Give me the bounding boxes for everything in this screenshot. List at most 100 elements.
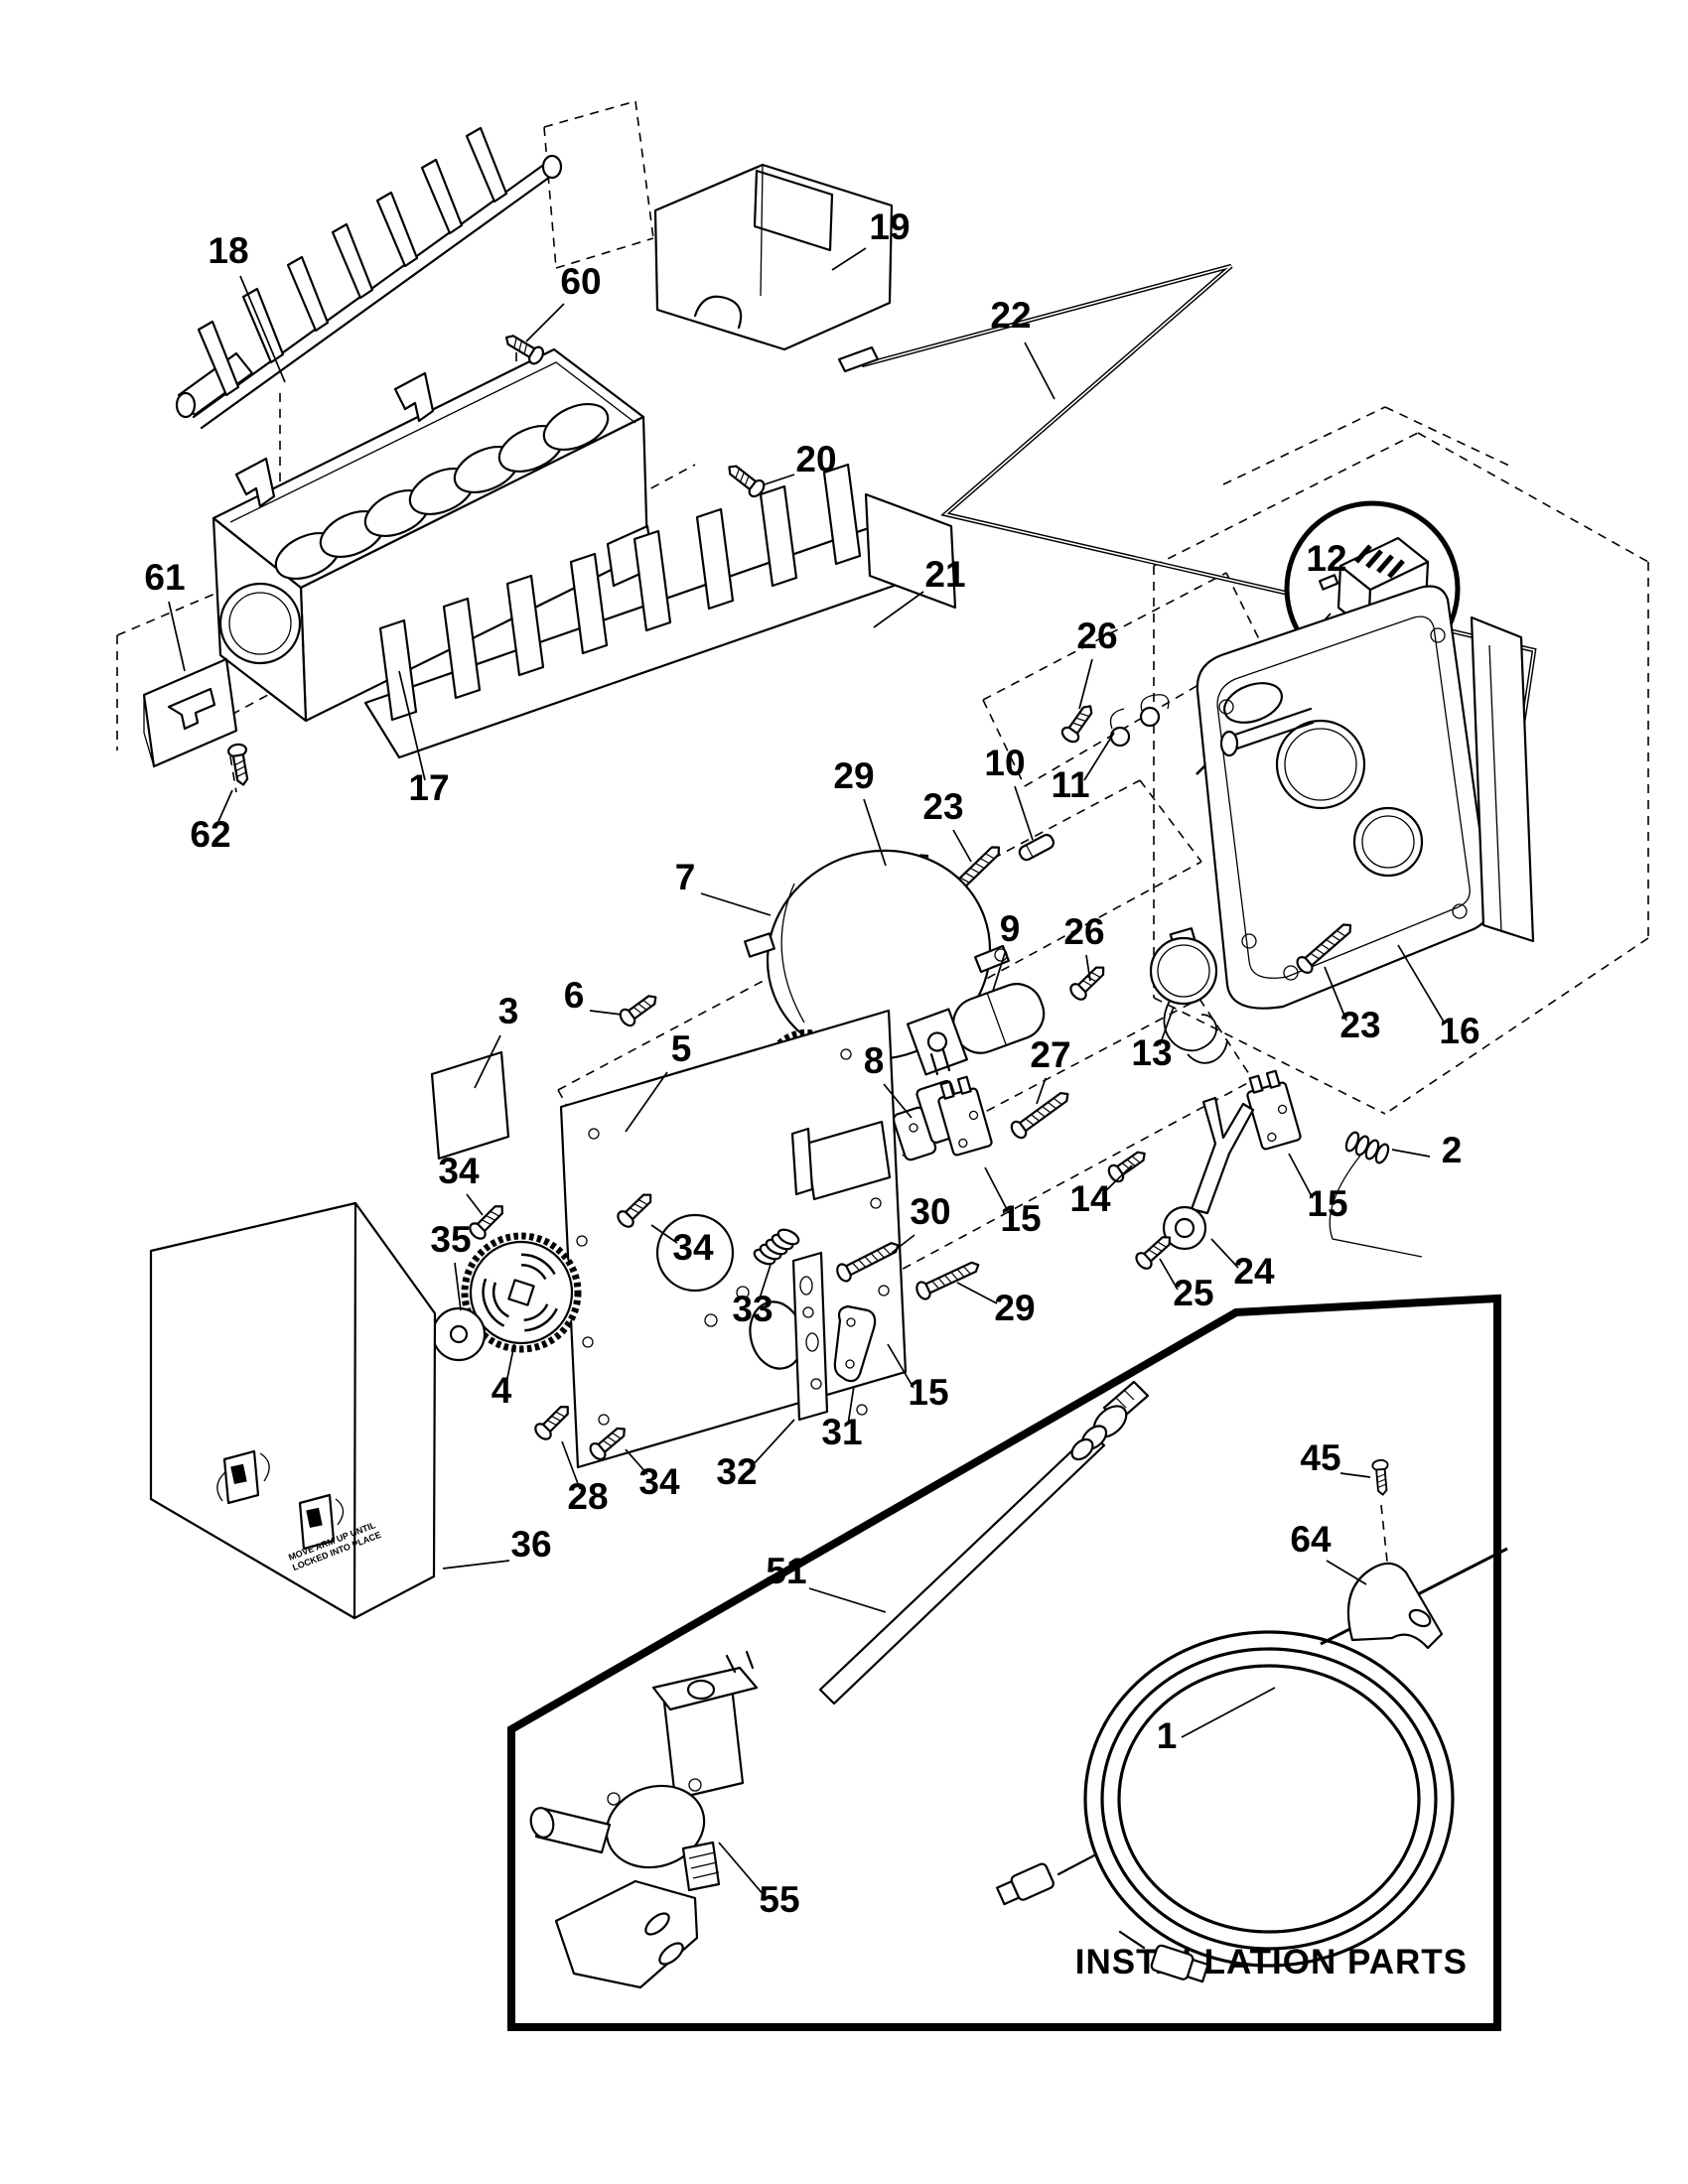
part-label-11: 11 xyxy=(1051,764,1089,805)
leader-line-3 xyxy=(474,1034,501,1089)
part-label-24: 24 xyxy=(1233,1251,1275,1292)
part-label-29: 29 xyxy=(833,755,874,796)
switch-15-a xyxy=(932,1074,994,1158)
part-label-17: 17 xyxy=(408,767,449,808)
leader-line-51 xyxy=(808,1587,887,1613)
ice-mold-body xyxy=(211,347,655,723)
wire-clip-11 xyxy=(1109,694,1170,748)
thermostat-13 xyxy=(1149,927,1228,1064)
part-label-30: 30 xyxy=(910,1191,950,1232)
leader-line-21 xyxy=(873,591,924,628)
leader-line-19 xyxy=(831,247,867,271)
screw-34-a xyxy=(466,1198,510,1243)
leader-line-6 xyxy=(589,1010,623,1016)
ejector-blade-assembly xyxy=(175,126,563,430)
leader-line-22 xyxy=(1024,341,1055,400)
part-label-16: 16 xyxy=(1439,1011,1479,1051)
leader-line-20 xyxy=(764,474,795,485)
mounting-strip-32 xyxy=(791,1251,829,1422)
part-label-29: 29 xyxy=(994,1288,1035,1328)
leader-line-23 xyxy=(1324,966,1347,1022)
front-cover-36: MOVE ARM UP UNTIL LOCKED INTO PLACE xyxy=(149,1201,437,1620)
part-label-36: 36 xyxy=(510,1524,551,1565)
part-label-31: 31 xyxy=(821,1412,862,1452)
screw-6 xyxy=(616,989,662,1029)
part-label-25: 25 xyxy=(1173,1273,1213,1313)
water-valve-55 xyxy=(529,1650,759,1989)
leader-line-27 xyxy=(1036,1077,1047,1105)
part-label-15: 15 xyxy=(908,1372,948,1413)
actuator-hub-9 xyxy=(906,983,1046,1076)
part-label-34: 34 xyxy=(438,1151,480,1191)
leader-line-26 xyxy=(1085,954,1091,982)
leader-line-45 xyxy=(1339,1472,1371,1478)
leader-line-33 xyxy=(758,1264,772,1302)
part-label-1: 1 xyxy=(1157,1715,1178,1756)
fin-grid-bar xyxy=(363,463,957,759)
part-label-64: 64 xyxy=(1290,1519,1332,1560)
leader-line-62 xyxy=(215,789,233,827)
screw-45 xyxy=(1370,1458,1392,1497)
leader-line-15 xyxy=(984,1166,1010,1214)
leader-line-32 xyxy=(750,1419,795,1468)
part-label-7: 7 xyxy=(675,857,696,897)
leader-line-23 xyxy=(952,829,972,863)
screw-26-upper xyxy=(1058,700,1099,747)
leader-line-34 xyxy=(466,1193,484,1216)
leader-line-14 xyxy=(1101,1164,1133,1195)
lever-fork-24 xyxy=(1162,1096,1255,1251)
leader-line-11 xyxy=(1083,732,1115,781)
leader-line-64 xyxy=(1326,1560,1367,1585)
tubing-coil-1 xyxy=(996,1630,1455,1983)
leader-line-1 xyxy=(1181,1687,1276,1738)
spring-33 xyxy=(753,1228,800,1266)
leader-line-15 xyxy=(887,1343,914,1389)
ejector-cover xyxy=(653,163,894,351)
screw-20 xyxy=(722,459,769,500)
leader-line-24 xyxy=(1210,1238,1239,1269)
mounting-plate-5 xyxy=(559,1009,908,1469)
leader-line-15 xyxy=(1288,1153,1314,1199)
part-label-51: 51 xyxy=(766,1551,806,1591)
leader-line-29 xyxy=(956,1282,998,1304)
part-label-12: 12 xyxy=(1306,538,1346,579)
part-label-18: 18 xyxy=(208,230,248,271)
installation-box-border xyxy=(507,1294,1501,2031)
part-label-26: 26 xyxy=(1063,911,1104,952)
leader-line-18 xyxy=(239,275,286,383)
part-label-28: 28 xyxy=(567,1476,608,1517)
part-label-20: 20 xyxy=(795,439,836,479)
part-label-8: 8 xyxy=(864,1040,885,1081)
screw-25 xyxy=(1132,1229,1178,1273)
tube-clamp-64 xyxy=(1320,1547,1508,1650)
pad-3 xyxy=(430,1050,510,1160)
leader-line-55 xyxy=(718,1842,766,1897)
part-label-2: 2 xyxy=(1442,1130,1463,1170)
pin-10 xyxy=(1018,833,1055,862)
part-label-23: 23 xyxy=(922,786,963,827)
screw-14 xyxy=(1104,1145,1151,1185)
part-label-61: 61 xyxy=(144,557,185,598)
leader-line-25 xyxy=(1159,1258,1179,1291)
part-label-23: 23 xyxy=(1339,1005,1380,1045)
leader-line-36 xyxy=(442,1560,510,1570)
shutoff-arm-wire xyxy=(837,263,1537,763)
part-label-26: 26 xyxy=(1076,615,1117,656)
leader-line-17 xyxy=(398,670,426,781)
part-label-34: 34 xyxy=(638,1461,680,1502)
washer-35 xyxy=(431,1306,487,1362)
part-label-19: 19 xyxy=(869,206,910,247)
leader-line-34 xyxy=(625,1448,648,1475)
leader-line-13 xyxy=(1159,1006,1175,1046)
leader-line-7 xyxy=(700,892,772,916)
leader-line-60 xyxy=(525,303,565,342)
leader-line-16 xyxy=(1397,944,1446,1024)
spring-2 xyxy=(1329,1131,1423,1258)
part-label-27: 27 xyxy=(1030,1034,1070,1075)
leader-line-34 xyxy=(650,1224,678,1244)
screw-28 xyxy=(531,1399,576,1443)
part-label-4: 4 xyxy=(492,1370,512,1411)
